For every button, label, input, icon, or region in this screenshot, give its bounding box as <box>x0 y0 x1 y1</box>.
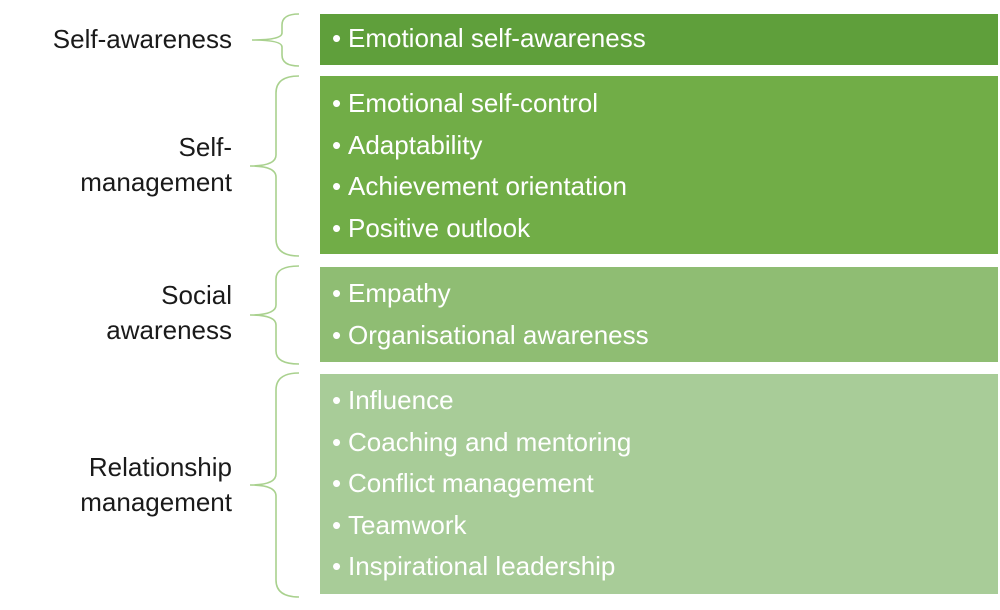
item-label: Teamwork <box>348 509 467 540</box>
bullet-icon: • <box>332 23 342 53</box>
bullet-icon: • <box>332 171 342 201</box>
brace-self-awareness <box>251 13 300 67</box>
bullet-icon: • <box>332 426 342 457</box>
item-label: Achievement orientation <box>348 171 627 201</box>
item-label: Influence <box>348 385 454 415</box>
bullet-icon: • <box>332 319 342 350</box>
bullet-icon: • <box>332 468 342 498</box>
item-label: Positive outlook <box>348 212 531 243</box>
item-label: Emotional self-control <box>348 88 598 118</box>
list-item: •Conflict management <box>332 463 998 505</box>
item-label: Inspirational leadership <box>348 551 616 581</box>
bullet-icon: • <box>332 278 342 308</box>
group-label-relationship-management: Relationship management <box>80 452 232 517</box>
group-box-self-awareness: •Emotional self-awareness <box>320 14 998 65</box>
list-item: •Achievement orientation <box>332 166 998 208</box>
list-item: •Emotional self-awareness <box>332 18 998 60</box>
list-item: •Positive outlook <box>332 208 998 250</box>
item-label: Coaching and mentoring <box>348 426 632 457</box>
bullet-icon: • <box>332 88 342 118</box>
brace-self-management <box>249 75 300 257</box>
group-box-self-management: •Emotional self-control •Adaptability •A… <box>320 76 998 254</box>
bullet-icon: • <box>332 212 342 243</box>
list-item: •Empathy <box>332 273 998 315</box>
item-label: Emotional self-awareness <box>348 23 646 53</box>
group-box-relationship-management: •Influence •Coaching and mentoring •Conf… <box>320 374 998 594</box>
item-label: Conflict management <box>348 468 594 498</box>
list-item: •Emotional self-control <box>332 83 998 125</box>
brace-social-awareness <box>249 265 300 365</box>
list-item: •Inspirational leadership <box>332 546 998 588</box>
list-item: •Coaching and mentoring <box>332 422 998 464</box>
brace-relationship-management <box>249 372 300 598</box>
item-label: Empathy <box>348 278 451 308</box>
bullet-icon: • <box>332 509 342 540</box>
group-box-social-awareness: •Empathy •Organisational awareness <box>320 267 998 362</box>
bullet-icon: • <box>332 551 342 581</box>
item-label: Organisational awareness <box>348 319 649 350</box>
list-item: •Organisational awareness <box>332 315 998 357</box>
group-label-self-awareness: Self-awareness <box>52 24 232 54</box>
list-item: •Adaptability <box>332 125 998 167</box>
item-label: Adaptability <box>348 129 483 160</box>
group-label-social-awareness: Social awareness <box>106 280 232 345</box>
bullet-icon: • <box>332 129 342 160</box>
list-item: •Teamwork <box>332 505 998 547</box>
list-item: •Influence <box>332 380 998 422</box>
group-label-self-management: Self- management <box>80 132 232 197</box>
bullet-icon: • <box>332 385 342 415</box>
